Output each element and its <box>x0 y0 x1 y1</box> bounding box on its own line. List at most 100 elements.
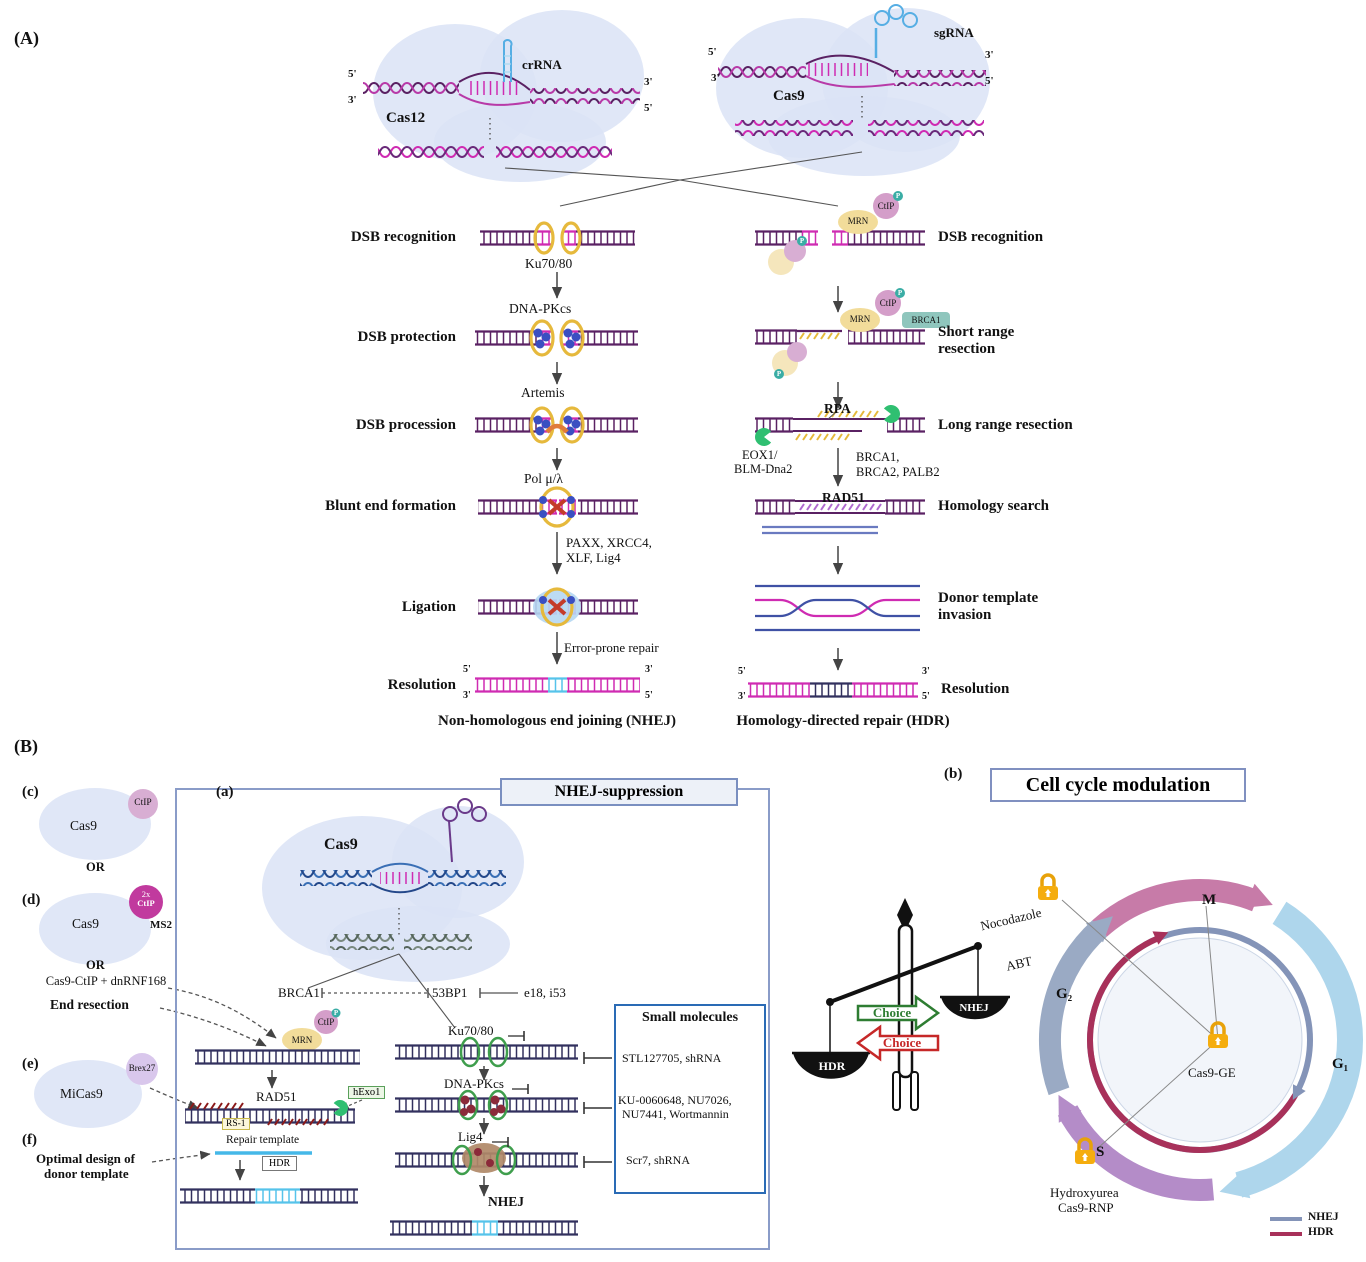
sub-a-rad51: RAD51 <box>256 1089 297 1104</box>
sub-c-ctip: CtIP <box>134 798 152 808</box>
nocodazole-line1: Nocodazole <box>978 904 1043 934</box>
cas9-rnp-label: Cas9-RNP <box>1058 1200 1114 1215</box>
hdr-chip: HDR <box>262 1156 298 1171</box>
choice-red-label: Choice <box>882 1035 922 1050</box>
sm-item-2a: KU-0060648, NU7026, <box>618 1093 732 1107</box>
nhej-error-prone: Error-prone repair <box>564 640 659 655</box>
panel-a-tag: (A) <box>14 28 39 48</box>
nhej-step-6: Resolution <box>387 677 456 693</box>
sub-f-tag: (f) <box>22 1132 37 1148</box>
hdr-res-3a: 3' <box>738 691 746 702</box>
small-molecules-title: Small molecules <box>641 1010 739 1025</box>
phospho-4: P <box>776 370 782 378</box>
small-molecules-box <box>614 1004 766 1194</box>
cas9-end-3a: 3' <box>711 72 720 84</box>
repair-template-label: Repair template <box>226 1134 300 1146</box>
pathway-connectors <box>504 151 863 207</box>
phase-g1: G₁ <box>1332 1056 1349 1072</box>
hexo1-chip: hExo1 <box>348 1086 386 1099</box>
nhej-step-2: DSB protection <box>357 329 456 345</box>
mrn-label-2: MRN <box>849 314 871 324</box>
sub-e-tag: (e) <box>22 1056 39 1072</box>
hdr-pathway-graphics <box>748 191 950 698</box>
micas9-label: MiCas9 <box>60 1086 103 1101</box>
sub-a-dnapkcs: DNA-PKcs <box>444 1076 504 1091</box>
rad51-label: RAD51 <box>822 490 865 505</box>
cas12-end-5b: 5' <box>644 102 653 114</box>
cas12-end-3a: 3' <box>348 94 357 106</box>
brcas-label-a: BRCA1, <box>856 450 900 464</box>
donor-design-2: donor template <box>44 1166 129 1181</box>
cas9-complex <box>716 4 990 176</box>
donor-design-1: Optimal design of <box>36 1151 135 1166</box>
legend-nhej: NHEJ <box>1308 1211 1339 1223</box>
cas9-end-5a: 5' <box>708 46 717 58</box>
ctip-label-2: CtIP <box>879 298 897 308</box>
nhej-step-1: DSB recognition <box>350 229 456 245</box>
hdr-pan-label: HDR <box>818 1059 846 1073</box>
sub-a-ctip: CtIP <box>317 1017 335 1027</box>
crrna-label: crRNA <box>522 57 562 72</box>
nhej-pan-label: NHEJ <box>959 1002 989 1014</box>
sm-item-3: Scr7, shRNA <box>626 1153 691 1167</box>
nhej-title: Non-homologous end joining (NHEJ) <box>438 713 676 729</box>
phase-g2: G₂ <box>1056 986 1073 1002</box>
sub-a-lig4: Lig4 <box>458 1129 483 1144</box>
sub-a-mrn: MRN <box>291 1035 313 1045</box>
cas12-end-5a: 5' <box>348 68 357 80</box>
panel-b-tag: (B) <box>14 736 38 756</box>
sub-a-53bp1: 53BP1 <box>432 985 468 1000</box>
hdr-res-5b: 5' <box>922 691 930 702</box>
nhej-factor-dnapkcs: DNA-PKcs <box>509 301 572 316</box>
sub-a-nhej: NHEJ <box>488 1194 525 1209</box>
cas9-ge-label: Cas9-GE <box>1188 1065 1236 1080</box>
sub-b-tag: (b) <box>944 766 963 782</box>
sm-item-2b: NU7441, Wortmannin <box>622 1107 729 1121</box>
hdr-step-3: Long range resection <box>938 417 1073 433</box>
sub-a-e18-i53: e18, i53 <box>524 985 566 1000</box>
end-resection-label: End resection <box>50 997 129 1012</box>
nhej-factor-paxx: PAXX, XRCC4, <box>566 535 652 550</box>
legend-hdr: HDR <box>1308 1226 1334 1238</box>
nhej-step-4: Blunt end formation <box>325 498 456 514</box>
nhej-factor-pol: Pol μ/λ <box>524 471 563 486</box>
nhej-factor-artemis: Artemis <box>521 385 565 400</box>
sub-a-tag: (a) <box>216 784 234 800</box>
rs1-chip: RS-1 <box>222 1118 250 1130</box>
sub-d-ms2: MS2 <box>150 919 172 931</box>
sub-a-brca1: BRCA1 <box>278 985 320 1000</box>
or-2: OR <box>86 958 105 972</box>
hdr-res-5a: 5' <box>738 666 746 677</box>
sub-d-ctip: CtIP <box>137 898 155 908</box>
nocodazole-line2: ABT <box>1004 952 1034 974</box>
hdr-res-3b: 3' <box>922 666 930 677</box>
rpa-label: RPA <box>824 401 851 416</box>
nhej-res-3b: 3' <box>645 664 653 675</box>
sub-c-tag: (c) <box>22 784 39 800</box>
or-1: OR <box>86 860 105 874</box>
sub-a-cas9: Cas9 <box>324 836 358 853</box>
phase-s: S <box>1096 1144 1105 1160</box>
phospho-3: P <box>897 289 903 297</box>
brcas-label-b: BRCA2, PALB2 <box>856 465 940 479</box>
cell-cycle-graphic <box>1038 873 1363 1236</box>
cas9-end-5b: 5' <box>985 75 994 87</box>
hydroxyurea-label: Hydroxyurea <box>1050 1185 1119 1200</box>
cell-cycle-title: Cell cycle modulation <box>990 768 1246 802</box>
choice-green-label: Choice <box>872 1005 912 1020</box>
sub-d-2x: 2x <box>141 889 151 899</box>
phospho-2: P <box>799 237 805 245</box>
nhej-pathway-graphics <box>475 221 640 693</box>
sub-d-cas9: Cas9 <box>72 916 99 931</box>
balance-scale-graphic <box>792 898 1010 1111</box>
phospho-1: P <box>895 192 901 200</box>
cas12-complex <box>363 10 644 182</box>
nhej-step-5: Ligation <box>401 599 456 615</box>
hdr-step-1: DSB recognition <box>938 229 1044 245</box>
exo1-label-b: BLM-Dna2 <box>734 462 793 476</box>
panel-b-left-graphics <box>34 788 363 1163</box>
nhej-suppression-title: NHEJ-suppression <box>500 778 738 806</box>
nhej-res-5a: 5' <box>463 664 471 675</box>
